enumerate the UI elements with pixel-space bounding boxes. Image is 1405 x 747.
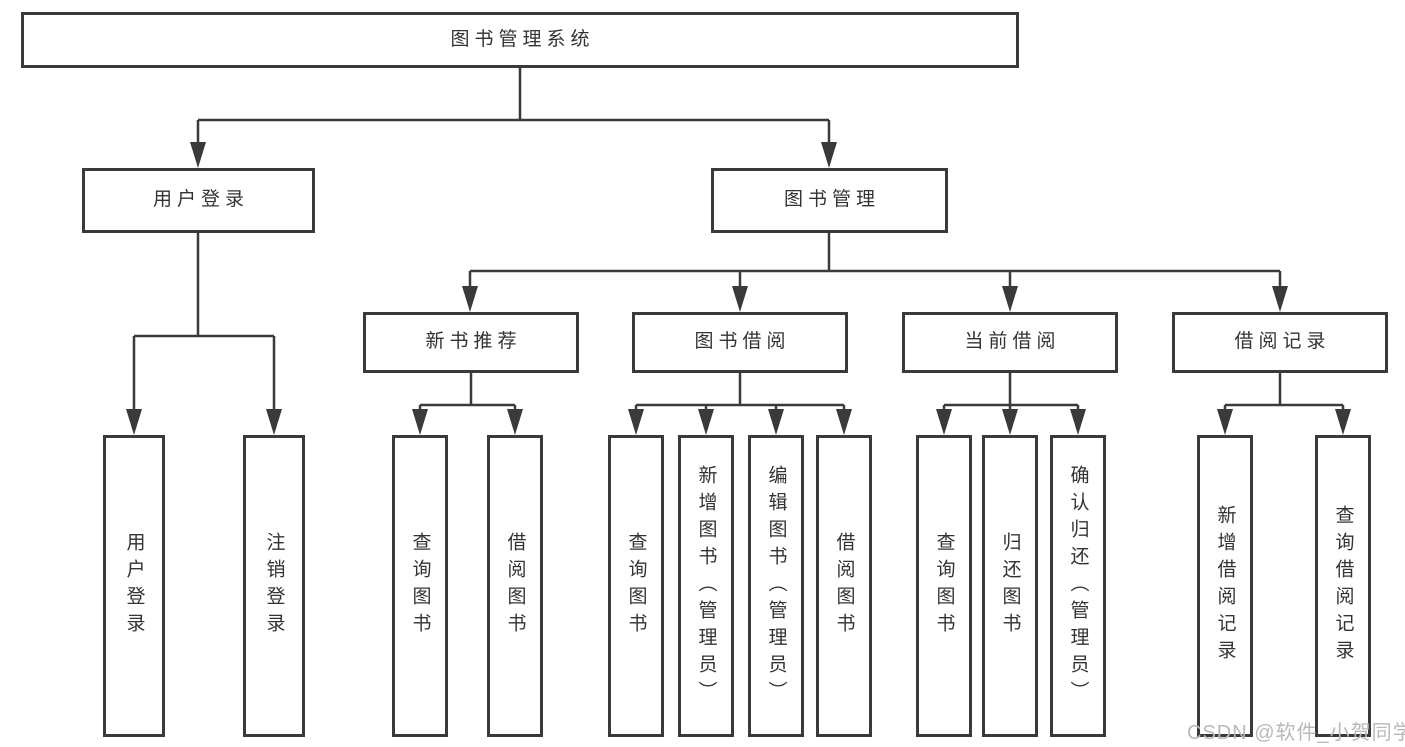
node-leaf-query-books-recommend: 查询图书 [392,435,448,737]
node-new-book-recommendation: 新书推荐 [363,312,579,373]
node-label: 新增图书（管理员） [695,464,717,708]
node-leaf-return-books: 归还图书 [982,435,1038,737]
node-label: 查询借阅记录 [1332,505,1354,667]
node-leaf-logout: 注销登录 [243,435,305,737]
node-leaf-borrow-books-recommend: 借阅图书 [487,435,543,737]
node-label: 新增借阅记录 [1214,505,1236,667]
node-label: 确认归还（管理员） [1067,464,1089,708]
node-user-login: 用户登录 [82,168,315,233]
node-label: 借阅图书 [833,532,855,640]
node-label: 图书借阅 [694,331,791,353]
node-label: 图书管理 [783,189,880,211]
node-borrowing-records: 借阅记录 [1172,312,1388,373]
node-leaf-confirm-return-admin: 确认归还（管理员） [1050,435,1106,737]
csdn-watermark: CSDN @软件_小贺同学 [1187,722,1405,744]
node-leaf-add-books-admin: 新增图书（管理员） [678,435,734,737]
node-leaf-query-books-current: 查询图书 [916,435,972,737]
node-label: 当前借阅 [964,331,1061,353]
node-label: 查询图书 [409,532,431,640]
node-leaf-edit-books-admin: 编辑图书（管理员） [748,435,804,737]
node-label: 图书管理系统 [450,28,595,50]
node-label: 借阅图书 [504,532,526,640]
node-current-borrowing: 当前借阅 [902,312,1118,373]
node-label: 查询图书 [625,532,647,640]
node-leaf-borrow-books-borrowing: 借阅图书 [816,435,872,737]
node-library-management-system: 图书管理系统 [21,12,1019,68]
node-leaf-add-borrow-record: 新增借阅记录 [1197,435,1253,737]
node-label: 注销登录 [263,532,285,640]
node-label: 用户登录 [123,532,145,640]
node-book-management: 图书管理 [711,168,948,233]
node-leaf-query-books-borrowing: 查询图书 [608,435,664,737]
node-book-borrowing: 图书借阅 [632,312,848,373]
node-label: 新书推荐 [425,331,522,353]
node-leaf-query-borrow-record: 查询借阅记录 [1315,435,1371,737]
node-label: 查询图书 [933,532,955,640]
node-label: 归还图书 [999,532,1021,640]
node-leaf-user-login: 用户登录 [103,435,165,737]
node-label: 用户登录 [152,189,249,211]
arrow-down-icons [126,142,1351,435]
node-label: 编辑图书（管理员） [765,464,787,708]
node-label: 借阅记录 [1234,331,1331,353]
